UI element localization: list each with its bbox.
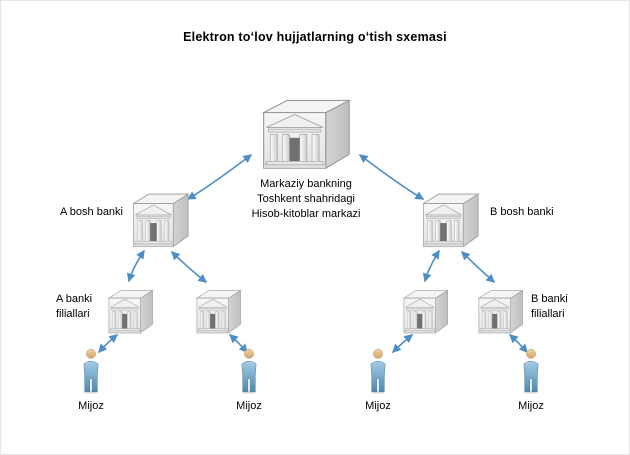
bank-building-icon	[401, 284, 449, 334]
client-3-label: Mijoz	[365, 400, 391, 412]
branches-b-label-line1: B banki	[531, 293, 568, 305]
arrow-bank-b-to-branch-b1	[422, 249, 440, 283]
client-person-icon	[238, 348, 260, 394]
arrow-bank-a-to-branch-a1	[126, 249, 145, 283]
client-3-node	[367, 348, 389, 394]
client-1-node	[80, 348, 102, 394]
branches-b-label-line2: filiallari	[531, 308, 565, 320]
bank-building-icon	[476, 284, 524, 334]
branches-a-label-line2: filiallari	[56, 308, 90, 320]
diagram-title: Elektron toʻlov hujjatlarning oʻtish sxe…	[183, 30, 447, 44]
client-4-label: Mijoz	[518, 400, 544, 412]
branches-a-label-line1: A banki	[56, 293, 93, 305]
branch-b2-node	[476, 284, 524, 334]
branch-b1-node	[401, 284, 449, 334]
bank-building-icon	[130, 186, 190, 248]
arrow-bank-a-to-branch-a2	[171, 251, 208, 283]
central-bank-node	[258, 90, 352, 170]
bank-a-node	[130, 186, 190, 248]
client-person-icon	[80, 348, 102, 394]
bank-building-icon	[194, 284, 242, 334]
client-4-node	[520, 348, 542, 394]
client-1-label: Mijoz	[78, 400, 104, 412]
bank-b-label: B bosh banki	[490, 206, 554, 218]
branches-a-label: A banki filiallari	[56, 292, 126, 322]
bank-building-icon	[420, 186, 480, 248]
client-person-icon	[520, 348, 542, 394]
central-bank-label-line3: Hisob-kitoblar markazi	[251, 208, 361, 220]
bank-building-icon	[258, 90, 352, 170]
client-2-label: Mijoz	[236, 400, 262, 412]
central-bank-label-line2: Toshkent shahridagi	[257, 193, 355, 205]
client-person-icon	[367, 348, 389, 394]
central-bank-label: Markaziy bankning Toshkent shahridagi Hi…	[226, 177, 386, 222]
arrow-branch-b1-to-client-3	[392, 334, 414, 353]
branches-b-label: B banki filiallari	[531, 292, 601, 322]
client-2-node	[238, 348, 260, 394]
branch-a2-node	[194, 284, 242, 334]
central-bank-label-line1: Markaziy bankning	[260, 178, 352, 190]
bank-b-node	[420, 186, 480, 248]
arrow-bank-b-to-branch-b2	[461, 251, 495, 283]
bank-a-label: A bosh banki	[60, 206, 123, 218]
